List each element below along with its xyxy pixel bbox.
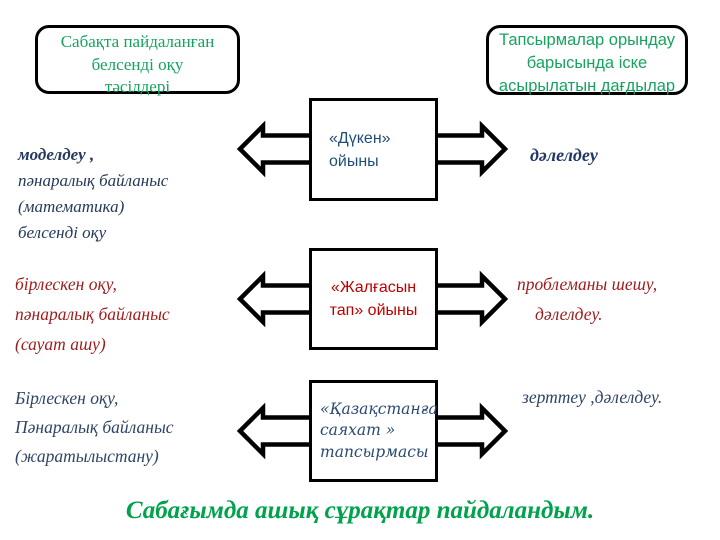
flow-box-duken-game: «Дүкен» ойыны bbox=[309, 98, 438, 201]
side-note-line: Пәнаралық байланыс bbox=[15, 417, 174, 437]
flow-box-line: саяхат » bbox=[320, 421, 396, 440]
side-note-line: (сауат ашу) bbox=[15, 334, 106, 354]
side-note-line: моделдеу , bbox=[18, 145, 95, 164]
right-arrow-icon bbox=[430, 270, 509, 328]
flow-box-line: тапсырмасы bbox=[320, 442, 429, 461]
callout-line: барысында іске bbox=[526, 54, 648, 72]
flow-box-line: «Қазақстанға bbox=[320, 399, 438, 418]
side-note-line: дәлелдеу. bbox=[535, 304, 603, 324]
side-note-right-3: зерттеу ,дәлелдеу. bbox=[522, 384, 662, 411]
right-arrow-icon bbox=[430, 120, 509, 178]
side-note-line: проблеманы шешу, bbox=[517, 274, 658, 294]
callout-line: тәсілдері bbox=[104, 77, 171, 96]
side-note-right-2: проблеманы шешу, дәлелдеу. bbox=[517, 269, 657, 329]
side-note-line: белсенді оқу bbox=[18, 223, 107, 242]
flow-box-line: ойыны bbox=[329, 152, 379, 170]
callout-active-methods-box: Сабақта пайдаланған белсенді оқу тәсілде… bbox=[35, 25, 240, 96]
callout-line: асырылатын дағдылар bbox=[498, 77, 676, 95]
side-note-line: дәлелдеу bbox=[530, 145, 598, 165]
flow-box-line: «Дүкен» bbox=[329, 129, 391, 147]
left-arrow-icon bbox=[236, 402, 315, 460]
left-arrow-icon bbox=[236, 270, 315, 328]
side-note-line: пәнаралық байланыс bbox=[18, 171, 169, 190]
side-note-line: пәнаралық байланыс bbox=[15, 304, 170, 324]
side-note-line: (жаратылыстану) bbox=[15, 446, 159, 466]
right-arrow-icon bbox=[430, 402, 509, 460]
callout-skills-box: Тапсырмалар орындау барысында іске асыры… bbox=[486, 25, 688, 95]
side-note-line: бірлескен оқу, bbox=[15, 274, 117, 294]
side-note-line: зерттеу ,дәлелдеу. bbox=[522, 387, 663, 407]
side-note-line: (математика) bbox=[18, 197, 125, 216]
side-note-left-2: бірлескен оқу, пәнаралық байланыс (сауат… bbox=[15, 269, 170, 359]
side-note-line: Бірлескен оқу, bbox=[15, 388, 119, 408]
callout-line: Сабақта пайдаланған bbox=[60, 32, 215, 51]
footer-note: Сабағымда ашық сұрақтар пайдаландым. bbox=[125, 497, 595, 524]
flow-box-zhalgasyn-game: «Жалғасын тап» ойыны bbox=[309, 248, 438, 350]
callout-line: Тапсырмалар орындау bbox=[498, 31, 675, 49]
callout-line: белсенді оқу bbox=[91, 54, 184, 74]
left-arrow-icon bbox=[236, 120, 315, 178]
side-note-left-1: моделдеу , пәнаралық байланыс (математик… bbox=[18, 142, 168, 246]
flow-box-line: «Жалғасын bbox=[330, 279, 417, 296]
flow-box-line: тап» ойыны bbox=[329, 302, 418, 319]
side-note-right-1: дәлелдеу bbox=[530, 143, 598, 168]
flow-box-kazakhstan-task: «Қазақстанға саяхат » тапсырмасы bbox=[309, 380, 438, 482]
side-note-left-3: Бірлескен оқу, Пәнаралық байланыс (жарат… bbox=[15, 384, 174, 471]
